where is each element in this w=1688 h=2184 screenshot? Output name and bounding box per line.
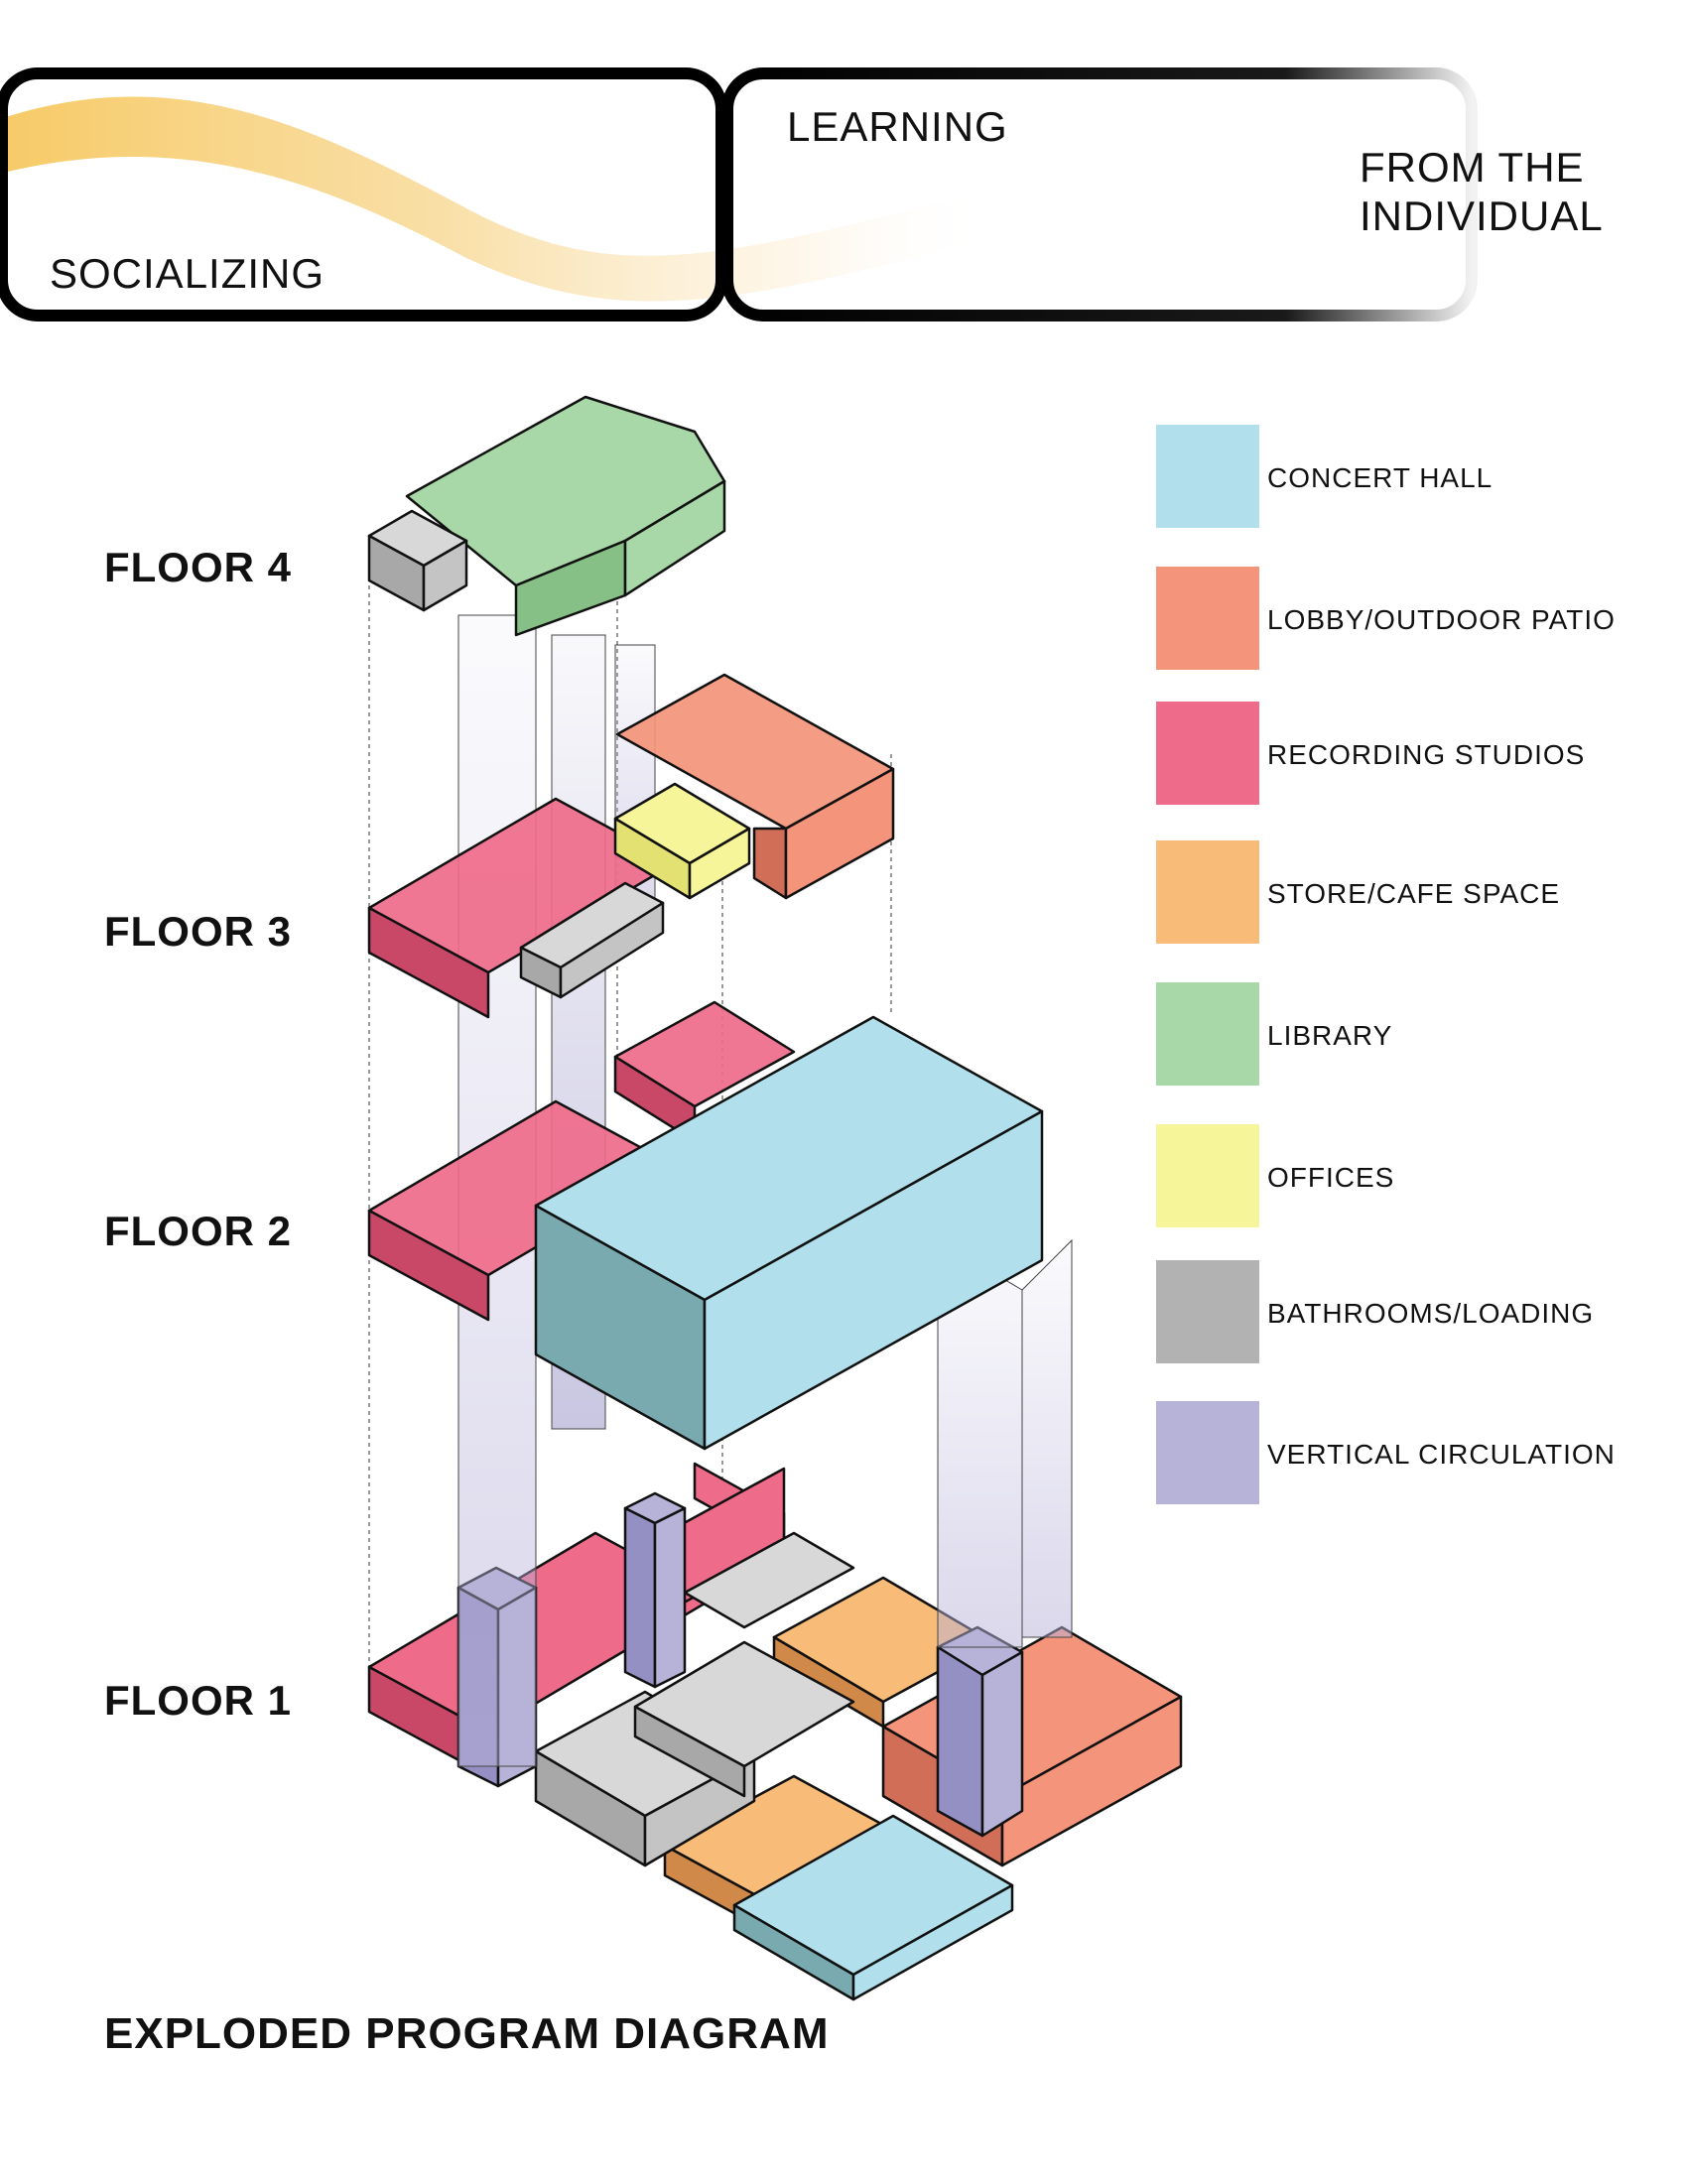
- floor-3-blocks: [367, 673, 895, 1019]
- banner-from-line2: INDIVIDUAL: [1360, 193, 1604, 239]
- legend-item-concert-hall: CONCERT HALL: [1156, 425, 1672, 528]
- legend-label: RECORDING STUDIOS: [1267, 739, 1586, 770]
- legend-swatch: [1156, 1124, 1259, 1227]
- banner-socializing-label: SOCIALIZING: [50, 250, 325, 297]
- legend-item-lobby-outdoor-patio: LOBBY/OUTDOOR PATIO: [1156, 567, 1672, 670]
- legend-swatch: [1156, 840, 1259, 944]
- floor-3-offices: [613, 782, 751, 900]
- banner-learning-frame: [721, 67, 1478, 321]
- legend-item-recording-studios: RECORDING STUDIOS: [1156, 702, 1672, 805]
- floor-1-bathrooms-loading: [534, 1531, 855, 1867]
- legend-label: LIBRARY: [1267, 1020, 1393, 1051]
- floor-1-concert-hall-small: [732, 1814, 1014, 2001]
- banner-learning-label: LEARNING: [787, 103, 1008, 150]
- legend-label: STORE/CAFE SPACE: [1267, 878, 1561, 909]
- floor-4-library: [405, 395, 726, 637]
- legend-item-offices: OFFICES: [1156, 1124, 1672, 1227]
- legend-label: VERTICAL CIRCULATION: [1267, 1439, 1616, 1470]
- legend-label: CONCERT HALL: [1267, 462, 1493, 493]
- floor-1-blocks: [367, 1462, 1183, 2001]
- legend-swatch: [1156, 1260, 1259, 1363]
- floor-4-label: FLOOR 4: [104, 544, 293, 590]
- legend-swatch: [1156, 1401, 1259, 1504]
- floor-4-bathrooms: [367, 509, 468, 612]
- legend-swatch: [1156, 425, 1259, 528]
- legend-item-library: LIBRARY: [1156, 982, 1672, 1086]
- legend-item-store-cafe-space: STORE/CAFE SPACE: [1156, 840, 1672, 944]
- floor-1-label: FLOOR 1: [104, 1677, 293, 1724]
- floor-2-blocks: [367, 1000, 1044, 1451]
- floor-3-bathrooms: [519, 881, 665, 999]
- floor-3-label: FLOOR 3: [104, 908, 293, 955]
- legend-swatch: [1156, 982, 1259, 1086]
- floor-4-blocks: [367, 395, 726, 637]
- legend-swatch: [1156, 702, 1259, 805]
- legend-item-bathrooms-loading: BATHROOMS/LOADING: [1156, 1260, 1672, 1363]
- floor-2-concert-hall: [534, 1015, 1044, 1451]
- legend-item-vertical-circulation: VERTICAL CIRCULATION: [1156, 1401, 1672, 1504]
- legend-label: OFFICES: [1267, 1162, 1395, 1193]
- floor-2-recording-studios: [367, 1000, 796, 1322]
- legend-label: BATHROOMS/LOADING: [1267, 1298, 1595, 1329]
- legend-swatch: [1156, 567, 1259, 670]
- banner-from-line1: FROM THE: [1360, 144, 1585, 191]
- legend-label: LOBBY/OUTDOOR PATIO: [1267, 604, 1616, 635]
- banner-swoosh: [0, 96, 992, 302]
- diagram-title: EXPLODED PROGRAM DIAGRAM: [104, 2009, 830, 2058]
- floor-3-lobby: [615, 673, 895, 900]
- banner: [0, 67, 1478, 321]
- floor-2-label: FLOOR 2: [104, 1208, 293, 1254]
